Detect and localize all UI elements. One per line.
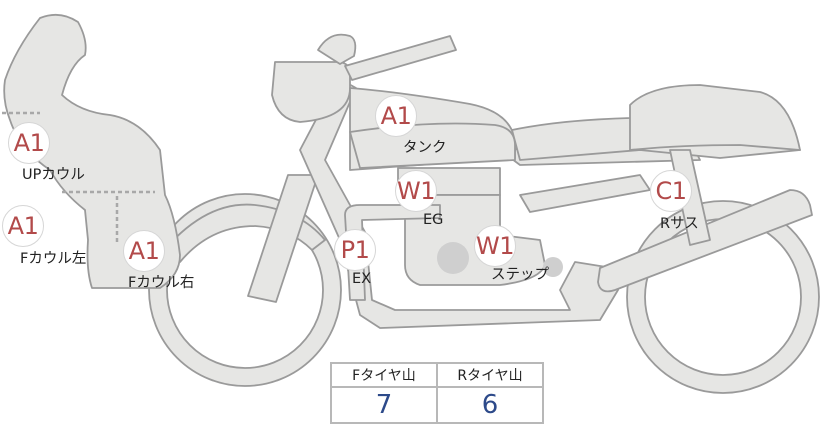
- label-engine: EG: [423, 212, 444, 228]
- handlebar-grip: [344, 35, 457, 81]
- marker-up-cowl[interactable]: A1: [8, 122, 50, 164]
- marker-tank[interactable]: A1: [375, 95, 417, 137]
- label-exhaust: EX: [352, 271, 372, 287]
- label-up-cowl: UPカウル: [22, 167, 85, 183]
- front-fork: [247, 174, 319, 303]
- marker-f-cowl-left[interactable]: A1: [2, 205, 44, 247]
- tail-cowl: [629, 84, 801, 151]
- marker-f-cowl-right[interactable]: A1: [123, 230, 165, 272]
- label-f-cowl-right: Fカウル右: [128, 275, 195, 291]
- marker-exhaust[interactable]: P1: [334, 229, 376, 271]
- marker-step[interactable]: W1: [474, 225, 516, 267]
- front-tire-header: Fタイヤ山: [330, 362, 438, 388]
- marker-rear-suspension[interactable]: C1: [650, 170, 692, 212]
- tire-tread-table: Fタイヤ山 Rタイヤ山 7 6: [330, 362, 544, 424]
- label-rear-suspension: Rサス: [660, 216, 699, 232]
- front-cowl: [3, 13, 181, 289]
- front-tire-value: 7: [330, 386, 438, 424]
- handlebar: [317, 33, 357, 65]
- marker-engine[interactable]: W1: [395, 170, 437, 212]
- label-step: ステップ: [491, 267, 549, 283]
- rear-tire-value: 6: [436, 386, 544, 424]
- label-f-cowl-left: Fカウル左: [20, 251, 87, 267]
- rear-frame-lower: [519, 174, 651, 213]
- rear-tire-header: Rタイヤ山: [436, 362, 544, 388]
- label-tank: タンク: [403, 140, 447, 156]
